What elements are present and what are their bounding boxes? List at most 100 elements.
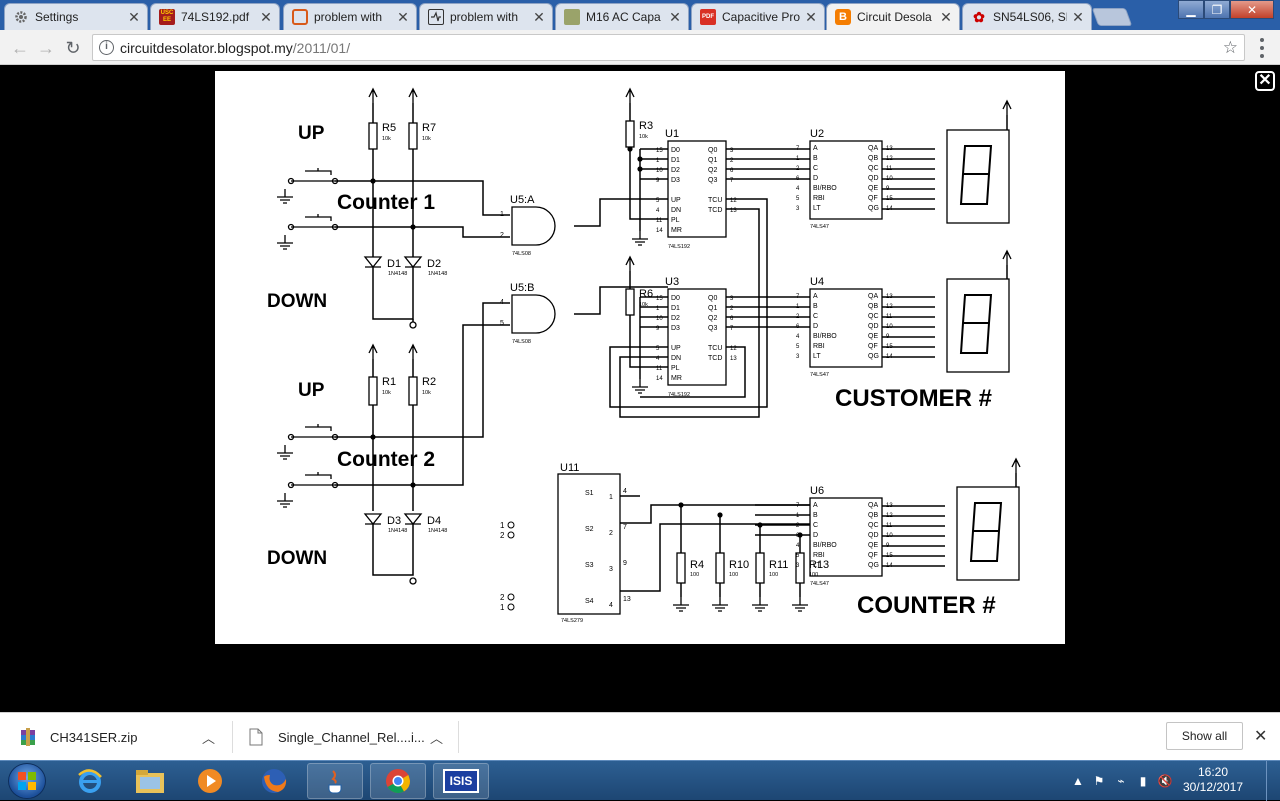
bookmark-star-icon[interactable]: ☆ [1222,38,1238,57]
tab-close-icon[interactable]: ✕ [1072,8,1084,25]
wire [629,147,668,220]
diode-part: 1N4148 [388,271,407,277]
tab-title: 74LS192.pdf [181,10,250,24]
schematic-label: DN [671,355,681,362]
schematic-label: 1 [500,211,504,218]
ic-name: U4 [810,276,824,288]
schematic-label: TCD [708,207,722,214]
download-item-single-channel[interactable]: Single_Channel_Rel....i... ︿ [248,721,448,753]
network-signal-icon[interactable]: ▮ [1139,774,1147,788]
schematic-label: 14 [886,206,893,212]
label-up-1: UP [298,123,325,144]
tray-expand-icon[interactable]: ▲ [1072,774,1084,788]
tab-problem-with-1[interactable]: problem with ✕ [283,3,417,30]
tab-settings[interactable]: Settings ✕ [4,3,148,30]
pin-circle [287,433,295,441]
close-window-icon[interactable]: ✕ [1230,0,1274,19]
java-icon[interactable] [307,763,363,799]
tab-title: Capacitive Pro [722,10,800,24]
wire [372,267,414,320]
chevron-up-icon[interactable]: ︿ [430,730,444,746]
firefox-icon[interactable] [246,763,302,799]
schematic-label: PL [671,217,680,224]
lightbox-close-icon[interactable]: ✕ [1255,71,1275,91]
isis-icon[interactable]: ISIS [433,763,489,799]
restore-icon[interactable]: ❐ [1204,0,1230,19]
schematic-label: 1 [500,603,505,612]
minimize-icon[interactable]: ▁ [1178,0,1204,19]
close-shelf-icon[interactable]: ✕ [1254,728,1268,745]
schematic-label: 4 [623,488,627,495]
tab-close-icon[interactable]: ✕ [805,8,817,25]
tab-close-icon[interactable]: ✕ [128,8,140,25]
seven-segment-digit [969,502,1003,562]
ground-symbol [277,493,293,508]
resistor-value: 100 [809,572,818,578]
tab-close-icon[interactable]: ✕ [669,8,681,25]
wire [335,324,510,486]
usb-device-icon[interactable]: ⌁ [1117,774,1125,788]
wire [574,198,668,227]
show-all-downloads-button[interactable]: Show all [1166,722,1243,750]
schematic-label: D3 [671,177,680,184]
forward-arrow-icon[interactable]: → [37,37,55,58]
power-arrow [1011,457,1021,473]
schematic-label: 3 [796,563,800,569]
schematic-label: 11 [886,523,893,529]
system-clock[interactable]: 16:20 30/12/2017 [1180,765,1246,795]
chevron-up-icon[interactable]: ︿ [202,730,216,746]
schematic-label: TCU [708,197,722,204]
tab-circuit-desolator[interactable]: B Circuit Desola ✕ [826,3,960,30]
url-path: /2011/01/ [292,40,351,56]
download-filename: Single_Channel_Rel....i... [278,729,425,745]
download-item-ch341ser[interactable]: CH341SER.zip ︿ [20,721,220,753]
url-text[interactable]: circuitdesolator.blogspot.my/2011/01/ [120,40,350,56]
resistor [795,552,805,584]
schematic-label: 5 [796,344,800,350]
chrome-icon[interactable] [370,763,426,799]
schematic-label: QB [868,303,878,310]
wire [640,346,746,398]
schematic-label: 4 [796,334,800,340]
show-desktop-button[interactable] [1266,761,1280,801]
schematic-label: QB [868,155,878,162]
tab-close-icon[interactable]: ✕ [533,8,545,25]
action-center-icon[interactable]: ⚑ [1093,774,1105,788]
tab-capacitive-pro[interactable]: PDF Capacitive Pro ✕ [691,3,825,30]
chrome-menu-icon[interactable] [1254,38,1270,58]
tab-close-icon[interactable]: ✕ [260,8,272,25]
reload-icon[interactable]: ↻ [65,37,81,58]
pushbutton [291,214,335,228]
pin-circle [409,577,417,585]
pin-circle [507,593,515,601]
tab-sn54ls06[interactable]: ✿ SN54LS06, SN ✕ [962,3,1092,30]
tab-problem-with-2[interactable]: problem with ✕ [419,3,553,30]
tab-close-icon[interactable]: ✕ [397,8,409,25]
schematic-label: 1 [656,306,660,312]
new-tab-button[interactable] [1091,8,1133,26]
media-player-icon[interactable] [182,763,238,799]
resistor-name: R7 [422,122,436,134]
site-info-icon[interactable]: i [99,40,114,55]
schematic-label: QA [868,293,878,300]
schematic-label: 4 [656,208,660,214]
allaboutcircuits-icon [292,9,308,25]
back-arrow-icon[interactable]: ← [11,37,29,58]
schematic-label: C [813,522,818,529]
schematic-label: QC [868,313,879,320]
wire [619,208,760,418]
explorer-icon[interactable] [122,763,178,799]
volume-muted-icon[interactable]: 🔇 [1157,774,1173,788]
schematic-label: 7 [623,524,627,531]
pushbutton [291,424,335,438]
ie-icon[interactable] [62,763,118,799]
schematic-label: 5 [656,198,660,204]
ic-74ls47 [809,140,883,220]
tab-m16-ac-capa[interactable]: M16 AC Capa ✕ [555,3,689,30]
wire [620,504,810,524]
ground-symbol [792,597,808,612]
address-bar[interactable]: i circuitdesolator.blogspot.my/2011/01/ … [92,34,1245,61]
tab-74ls192-pdf[interactable]: USC EE 74LS192.pdf ✕ [150,3,280,30]
tab-close-icon[interactable]: ✕ [940,8,952,25]
start-button[interactable] [8,763,46,799]
